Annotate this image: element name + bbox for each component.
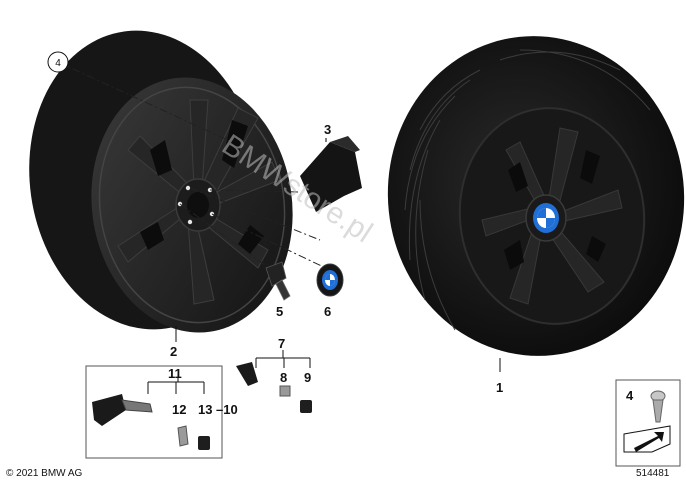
tpms-box	[85, 365, 223, 459]
callout-5: 5	[276, 304, 283, 319]
rim-wheel	[29, 30, 293, 333]
protective-cap-part	[300, 136, 362, 212]
diagram-number: 514481	[636, 468, 670, 479]
callout-7: 7	[278, 336, 285, 351]
callout-3: 3	[324, 122, 331, 137]
callout-10: –10	[216, 402, 238, 417]
alignment-lines	[57, 61, 331, 271]
legend-part-number: 4	[626, 388, 634, 403]
callout-13: 13	[198, 402, 212, 417]
callout-4-circle: 4	[47, 51, 69, 73]
callout-11: 11	[168, 366, 182, 381]
complete-wheel-tire	[387, 36, 685, 356]
copyright: © 2021 BMW AG	[6, 468, 83, 479]
valve-group	[236, 350, 312, 413]
callout-12: 12	[172, 402, 186, 417]
legend-box	[615, 379, 681, 467]
callout-8: 8	[280, 370, 287, 385]
callout-2: 2	[170, 344, 177, 359]
callout-4-top: 4	[55, 58, 61, 69]
callout-9: 9	[304, 370, 311, 385]
wheel-bolt-part	[265, 261, 291, 301]
callout-6: 6	[324, 304, 331, 319]
callout-1: 1	[496, 380, 503, 395]
hub-cap-part	[316, 263, 344, 297]
